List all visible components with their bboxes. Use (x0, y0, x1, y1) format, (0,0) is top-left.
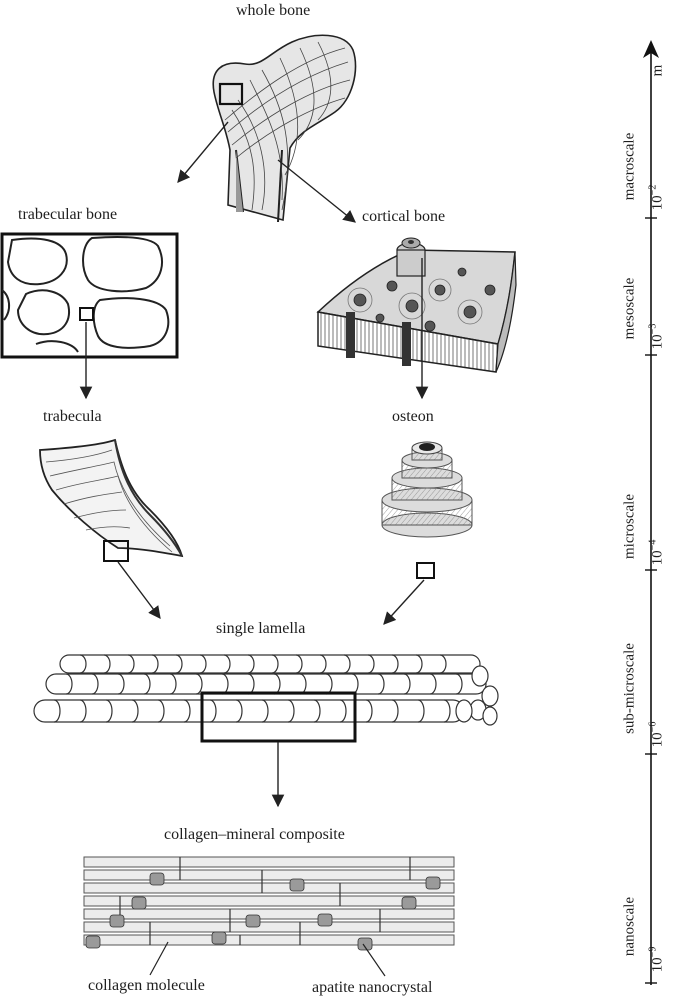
scale-level-nanoscale: nanoscale (621, 896, 638, 957)
arrow-to-cortical-bone (277, 159, 356, 223)
scale-unit: m (649, 64, 666, 77)
scale-tick-1e-9: 10−9 (647, 946, 666, 973)
scale-tick-1e-6: 10−6 (647, 721, 666, 748)
apatite-pointer (362, 943, 386, 977)
label-trabecular-bone: trabecular bone (18, 206, 118, 223)
label-apatite-nanocrystal: apatite nanocrystal (312, 979, 433, 996)
scale-arrow-head (643, 40, 659, 58)
label-single-lamella: single lamella (216, 620, 306, 637)
label-collagen-molecule: collagen molecule (88, 977, 205, 994)
label-whole-bone: whole bone (236, 2, 311, 19)
scale-tick-1e-3: 10−3 (647, 323, 666, 350)
scale-level-mesoscale: mesoscale (621, 277, 638, 340)
arrow-osteon-to-lamella (383, 579, 425, 625)
scale-tick-1e-2: 10−2 (647, 184, 666, 211)
scale-level-macroscale: macroscale (621, 132, 638, 201)
scale-level-microscale: microscale (621, 494, 638, 559)
label-cortical-bone: cortical bone (362, 208, 446, 225)
scale-tick-1e-4: 10−4 (647, 539, 666, 566)
label-osteon: osteon (392, 408, 434, 425)
scale-level-sub-microscale: sub-microscale (621, 643, 638, 734)
label-collagen-mineral-composite: collagen–mineral composite (164, 826, 345, 843)
trabecular-bone-illustration (0, 232, 179, 359)
scale-axis (643, 40, 659, 985)
arrow-trabecula-to-lamella (117, 561, 161, 620)
osteon-illustration (381, 441, 473, 579)
label-trabecula: trabecula (43, 408, 102, 425)
collagen-mineral-illustration (83, 856, 455, 977)
trabecula-illustration (39, 438, 184, 562)
cortical-bone-illustration (316, 237, 517, 373)
single-lamella-illustration (33, 654, 499, 743)
collagen-molecule-pointer (149, 941, 169, 976)
arrow-to-trabecular-bone (177, 121, 229, 183)
whole-bone-illustration (212, 34, 357, 223)
